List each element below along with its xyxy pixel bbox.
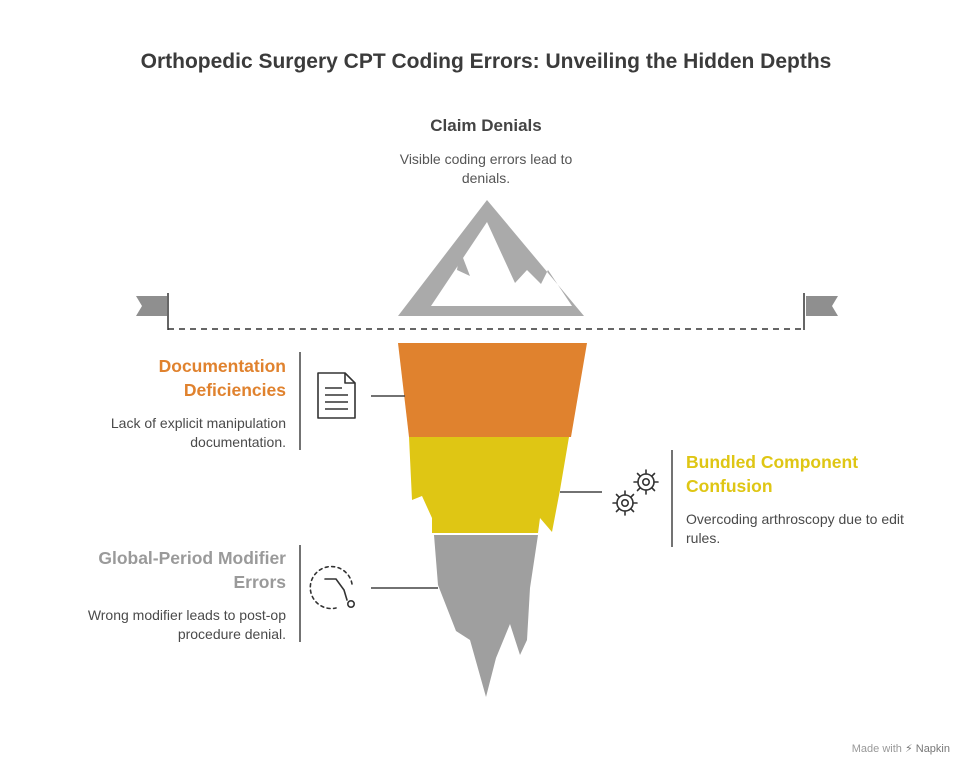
- right-flag-icon: [804, 293, 838, 330]
- document-icon: [318, 373, 355, 418]
- documentation-deficiencies-title: Documentation Deficiencies: [86, 354, 286, 402]
- documentation-layer: [398, 343, 587, 437]
- global-period-layer: [434, 535, 538, 697]
- made-with-napkin-footer[interactable]: Made with ⚡ Napkin: [852, 742, 950, 755]
- bundled-component-title: Bundled Component Confusion: [686, 450, 886, 498]
- napkin-logo-icon: ⚡: [905, 743, 913, 755]
- documentation-deficiencies-description: Lack of explicit manipulation documentat…: [66, 414, 286, 452]
- footer-brand: Napkin: [916, 743, 950, 755]
- global-period-description: Wrong modifier leads to post-op procedur…: [56, 606, 286, 644]
- gears-icon: [613, 470, 658, 515]
- left-flag-icon: [136, 293, 168, 330]
- bundled-component-description: Overcoding arthroscopy due to edit rules…: [686, 510, 936, 548]
- timer-icon: [310, 567, 354, 609]
- bundled-layer: [409, 437, 569, 533]
- footer-prefix: Made with: [852, 743, 902, 755]
- global-period-title: Global-Period Modifier Errors: [56, 546, 286, 594]
- iceberg-tip-icon: [398, 200, 584, 316]
